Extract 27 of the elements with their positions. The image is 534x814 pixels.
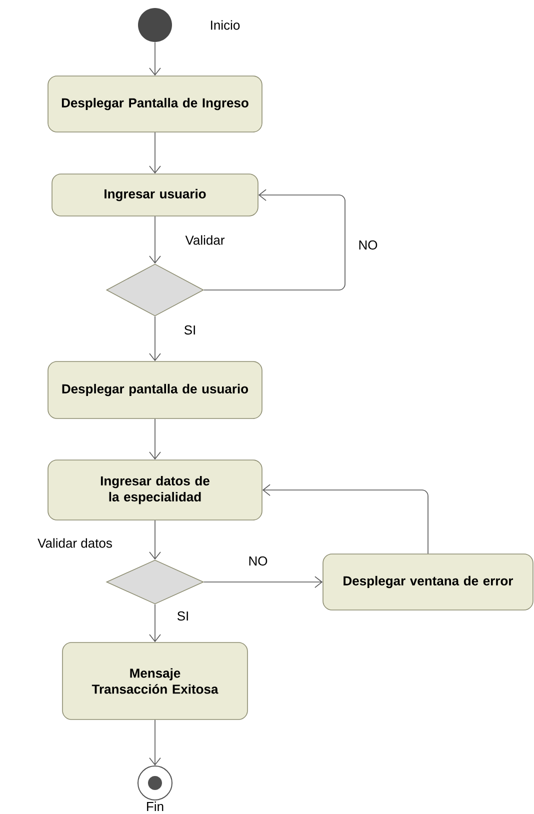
edge-label: Validar <box>184 234 226 246</box>
node-caption: Fin <box>147 802 164 811</box>
action-box: Desplegar Pantalla de Ingreso <box>48 76 262 132</box>
action-box: Desplegar ventana de error <box>322 554 534 610</box>
node-caption: Inicio <box>211 20 240 30</box>
edge-label: SI <box>182 324 198 336</box>
arrow <box>149 316 161 362</box>
arrow <box>149 418 161 460</box>
start-node <box>138 8 172 42</box>
action-box: Ingresar datos de la especialidad <box>48 460 262 520</box>
edge-label: NO <box>357 239 379 251</box>
arrow <box>204 189 346 290</box>
arrow <box>149 604 161 642</box>
arrow <box>262 484 428 554</box>
edge-label: NO <box>247 555 269 567</box>
arrow <box>149 520 161 560</box>
action-box: Mensaje Transacción Exitosa <box>62 642 248 720</box>
end-node <box>138 766 172 800</box>
arrow <box>149 216 161 264</box>
arrow <box>149 42 161 76</box>
action-box: Ingresar usuario <box>52 174 258 216</box>
arrow <box>149 720 161 766</box>
edge-label: Validar datos <box>36 537 114 549</box>
action-box: Desplegar pantalla de usuario <box>48 361 262 419</box>
edge-label: SI <box>176 610 190 622</box>
arrow <box>149 132 161 174</box>
arrow <box>204 576 323 588</box>
